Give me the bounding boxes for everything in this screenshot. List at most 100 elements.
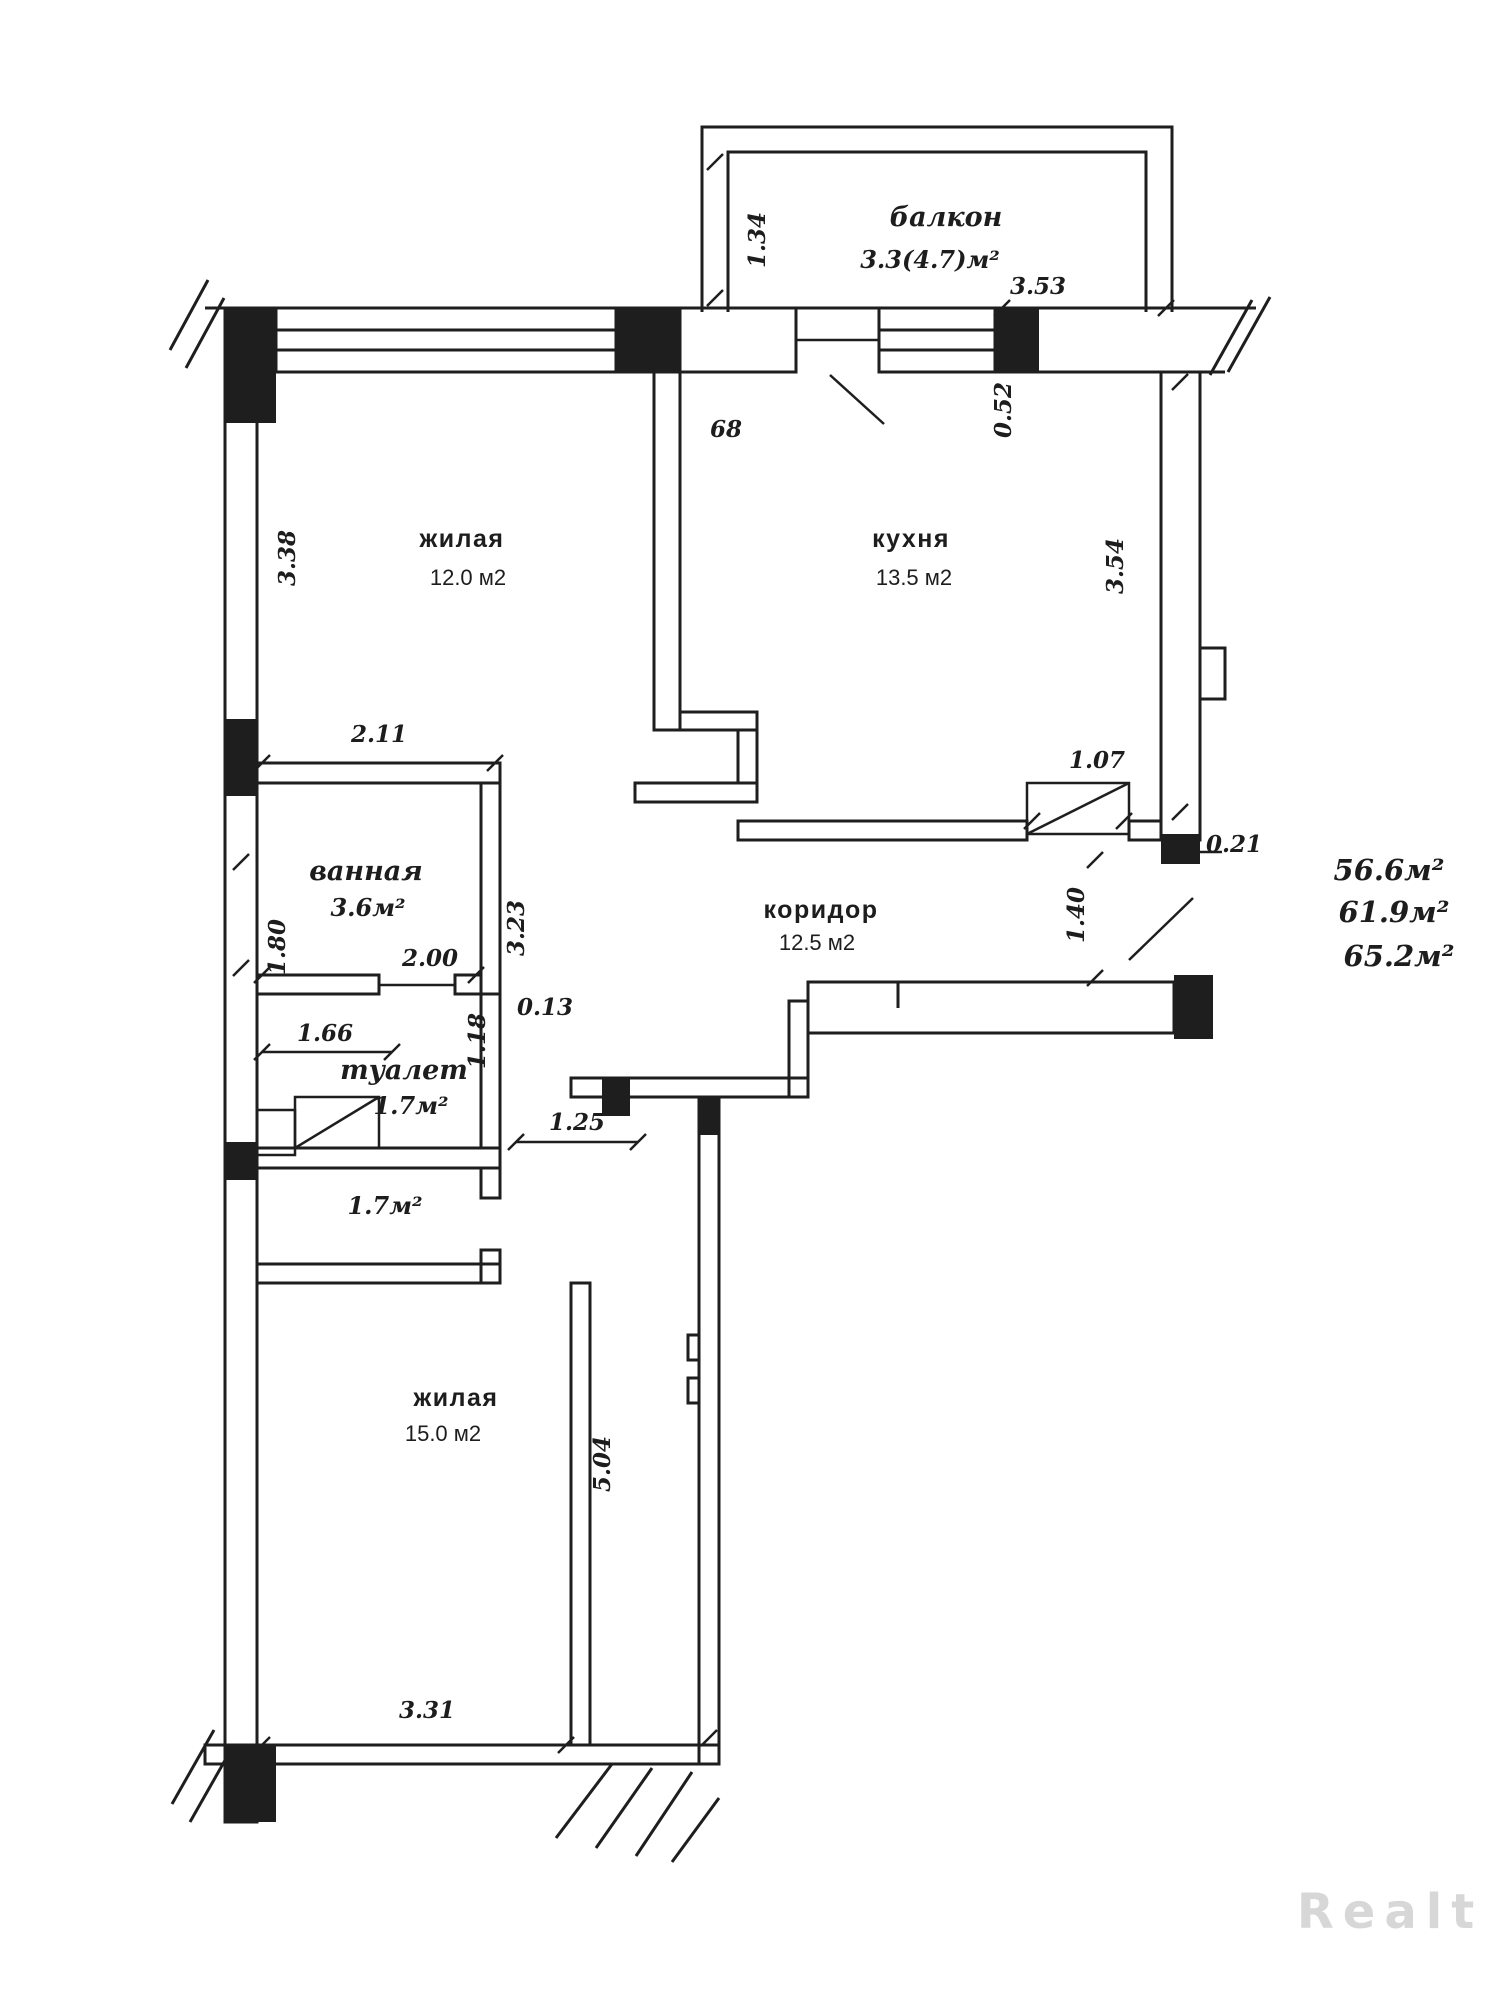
total-area-2: 61.9м² <box>1339 895 1450 929</box>
room-label-balcony: балкон <box>890 202 1003 233</box>
bathroom-bottom-wall-left <box>255 973 381 996</box>
living1-kitchen-divider <box>652 370 682 732</box>
bottom-outer-wall <box>203 1743 721 1766</box>
room-label-living2: жилая <box>413 1384 499 1412</box>
room-area-bathroom: 3.6м² <box>330 893 405 922</box>
dim-toilet-wall: 1.18 <box>464 1013 491 1069</box>
hatch-mark <box>1208 299 1254 376</box>
dim-kitchen-height: 3.54 <box>1102 538 1129 594</box>
room-area-corridor: 12.5 м2 <box>779 930 855 955</box>
total-area-3: 65.2м² <box>1344 939 1455 973</box>
dim-living1-height: 3.38 <box>274 530 301 586</box>
pier <box>225 308 276 423</box>
dim-toilet-width: 1.66 <box>297 1020 353 1047</box>
room-label-toilet: туалет <box>340 1055 468 1086</box>
room-area-living1: 12.0 м2 <box>430 565 506 590</box>
hatch-mark <box>670 1797 721 1863</box>
realt-watermark: Realt <box>1297 1884 1483 1940</box>
pier <box>225 1142 257 1180</box>
balcony-outer-wall <box>700 125 1174 312</box>
pier <box>995 308 1039 372</box>
hatch-mark <box>554 1763 614 1839</box>
dim-bathroom-height: 1.80 <box>264 919 291 975</box>
kitchen-door <box>1025 781 1131 836</box>
toilet-fixture <box>255 1108 297 1157</box>
divider-step-horizontal <box>678 710 759 732</box>
dim-balcony-depth: 1.34 <box>744 212 771 268</box>
storage-right-wall-upper <box>479 1166 502 1200</box>
toilet-bottom-wall <box>255 1146 502 1170</box>
leader-line-68 <box>829 374 885 425</box>
pier <box>1161 834 1200 864</box>
hatch-mark <box>170 1729 216 1805</box>
dim-balcony-pier: 0.52 <box>990 382 1017 438</box>
dim-entry-width: 1.40 <box>1063 887 1090 943</box>
dim-corridor-width: 1.25 <box>549 1109 605 1136</box>
pier <box>1174 975 1213 1039</box>
pier <box>616 308 680 372</box>
kitchen-right-wall <box>1159 370 1202 842</box>
hall-wall-jog <box>787 999 810 1099</box>
room-label-corridor: коридор <box>763 896 878 924</box>
living2-right-wall <box>569 1281 592 1747</box>
room-label-living1: жилая <box>419 525 505 553</box>
kitchen-wall-notch <box>1198 646 1227 701</box>
strip-wall-bump <box>686 1333 701 1362</box>
kitchen-bottom-wall-left <box>736 819 1029 842</box>
entrance-door-leaf <box>1128 897 1194 961</box>
dimension-ticks <box>232 153 1189 1754</box>
pier <box>225 1745 276 1822</box>
room-label-bathroom: ванная <box>309 856 423 887</box>
top-wall-segment <box>678 306 798 374</box>
doors <box>255 338 1222 1157</box>
divider-step-vertical <box>736 728 759 785</box>
kitchen-bottom-wall-right <box>1127 819 1163 842</box>
pier <box>225 719 257 796</box>
corridor-strip-right-wall <box>697 1095 721 1766</box>
room-area-kitchen: 13.5 м2 <box>876 565 952 590</box>
hatch-mark <box>634 1771 694 1857</box>
storage-bottom-wall <box>255 1262 502 1285</box>
dim-living1-width: 2.11 <box>350 721 407 748</box>
pier <box>699 1097 719 1135</box>
hall-south-wall-b <box>806 980 1176 1035</box>
hatch-mark <box>188 1747 234 1823</box>
toilet-door-leaf <box>294 1095 380 1150</box>
room-area-toilet: 1.7м² <box>373 1091 448 1120</box>
divider-step-foot <box>633 781 759 804</box>
room-area-storage: 1.7м² <box>347 1191 422 1220</box>
pier <box>602 1078 630 1116</box>
labels: 1.34 балкон 3.3(4.7)м² 3.53 0.52 68 жила… <box>264 202 1483 1940</box>
dim-corridor-length: 5.04 <box>589 1436 616 1492</box>
hatch-mark <box>1226 296 1272 373</box>
hatch-mark <box>168 279 210 351</box>
room-label-kitchen: кухня <box>872 525 950 553</box>
dim-kitchen-door: 1.07 <box>1069 747 1125 774</box>
bathroom-bottom-wall-right <box>453 973 483 996</box>
section-hatching <box>168 279 1272 1863</box>
left-outer-wall <box>223 306 259 1824</box>
dim-bathroom-offset: 0.13 <box>517 994 573 1021</box>
room-area-balcony: 3.3(4.7)м² <box>860 245 1000 274</box>
hatch-mark <box>594 1767 654 1849</box>
dim-bathroom-width: 2.00 <box>401 945 458 972</box>
window-living1 <box>274 306 618 374</box>
dim-bathroom-wall: 3.23 <box>503 900 530 956</box>
living1-bottom-wall <box>255 761 502 785</box>
walls <box>203 125 1227 1824</box>
strip-wall-bump <box>686 1376 701 1405</box>
dim-balcony-width: 3.53 <box>1010 273 1066 300</box>
storage-right-wall-lower <box>479 1248 502 1285</box>
dim-balcony-door: 68 <box>710 416 742 443</box>
hatch-mark <box>184 297 226 369</box>
room-area-living2: 15.0 м2 <box>405 1421 481 1446</box>
dim-entry-jog: 0.21 <box>1206 831 1262 858</box>
balcony-inner-wall <box>726 150 1148 312</box>
total-area-1: 56.6м² <box>1334 853 1445 887</box>
bathroom-right-wall <box>479 781 502 996</box>
wall-piers <box>225 308 1213 1822</box>
window-kitchen <box>877 306 997 374</box>
kitchen-door-leaf <box>1026 781 1130 836</box>
